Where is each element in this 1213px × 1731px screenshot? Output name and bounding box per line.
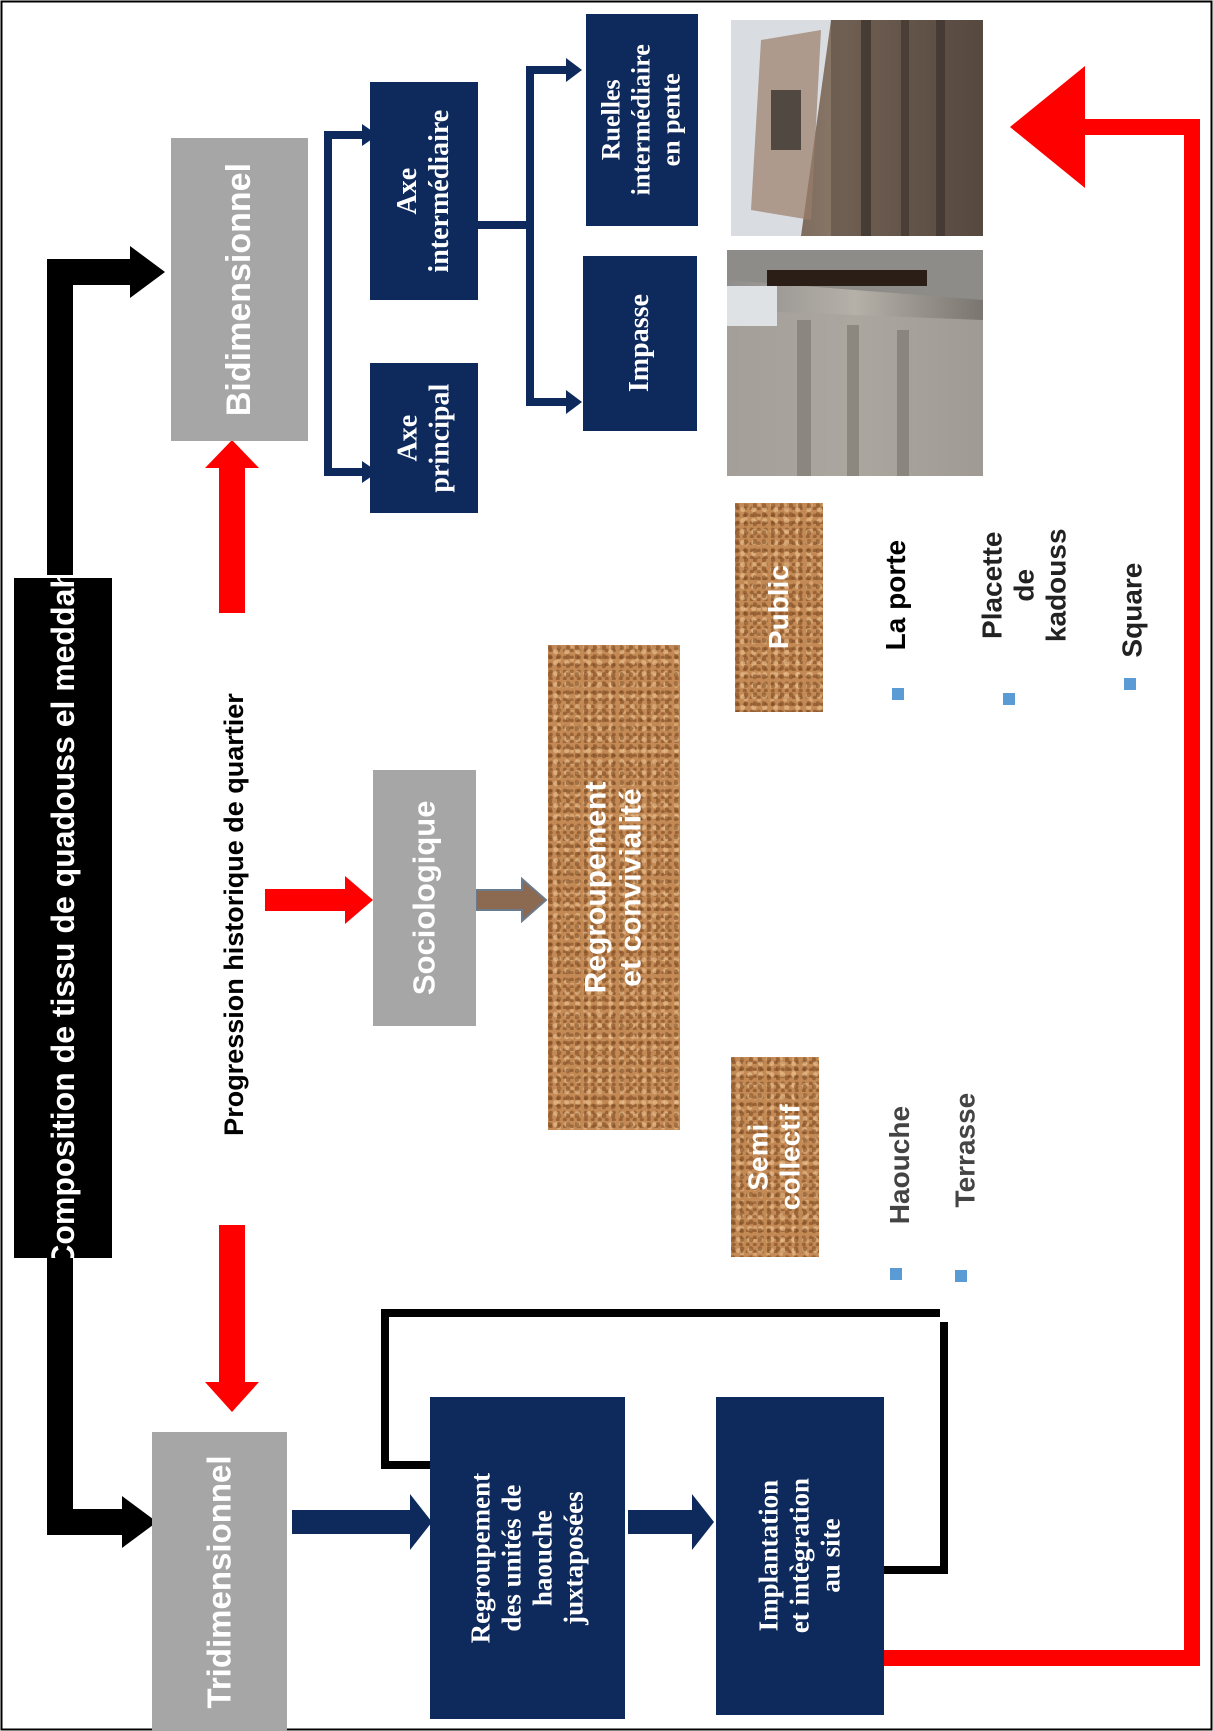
public-item-placette: Placette de kadouss bbox=[976, 528, 1073, 642]
progression-label-text: Progression historique de quartier bbox=[218, 693, 249, 1137]
progression-label: Progression historique de quartier bbox=[215, 615, 253, 1215]
node-axe-principal: Axe principal bbox=[370, 363, 478, 513]
node-impasse: Impasse bbox=[583, 256, 697, 431]
node-regroupement-haouche: Regroupement des unités de haouche juxta… bbox=[430, 1397, 625, 1719]
node-tridimensionnel-label: Tridimensionnel bbox=[200, 1454, 238, 1709]
street-photo-ruelle-svg bbox=[731, 20, 983, 236]
node-ruelles-label: Ruelles intermédiaire en pente bbox=[597, 44, 686, 196]
node-public-label: Public bbox=[762, 565, 794, 650]
node-axe-principal-label: Axe principal bbox=[391, 383, 455, 493]
semi-collectif-item-haouche: Haouche bbox=[883, 1105, 915, 1225]
node-public: Public bbox=[735, 503, 823, 712]
arrow-sociologique-to-regroupement bbox=[475, 876, 548, 924]
tree-bidimensionnel-axes bbox=[324, 131, 368, 476]
node-ruelles: Ruelles intermédiaire en pente bbox=[586, 14, 698, 226]
arrow-tridimensionnel-to-regroupement bbox=[292, 1494, 432, 1550]
node-sociologique-label: Sociologique bbox=[406, 800, 442, 996]
street-photo-impasse bbox=[727, 250, 983, 476]
node-tridimensionnel: Tridimensionnel bbox=[152, 1432, 287, 1731]
arrow-implantation-to-photos bbox=[880, 66, 1200, 1666]
node-impasse-label: Impasse bbox=[623, 294, 655, 393]
bullet-placette bbox=[1003, 693, 1015, 705]
bullet-la-porte bbox=[892, 688, 904, 700]
node-implantation-label: Implantation et intègration au site bbox=[753, 1478, 846, 1634]
tree-axe-intermediaire-branches bbox=[478, 66, 570, 406]
arrow-progression-to-sociologique bbox=[265, 876, 373, 924]
title-text: Composition de tissu de quadouss el medd… bbox=[44, 578, 81, 1258]
node-semi-collectif: Semi collectif bbox=[731, 1057, 819, 1257]
semi-collectif-item-terrasse: Terrasse bbox=[948, 1092, 980, 1208]
node-regroupement-convivialite-label: Regroupement et convivialité bbox=[579, 781, 648, 994]
arrow-title-to-tridimensionnel bbox=[47, 1220, 157, 1548]
feedback-loop-line bbox=[381, 1309, 948, 1574]
node-regroupement-convivialite: Regroupement et convivialité bbox=[548, 645, 680, 1130]
node-bidimensionnel: Bidimensionnel bbox=[171, 138, 308, 441]
node-implantation: Implantation et intègration au site bbox=[716, 1397, 884, 1715]
node-bidimensionnel-label: Bidimensionnel bbox=[219, 162, 258, 417]
bullet-terrasse bbox=[955, 1270, 967, 1282]
node-regroupement-haouche-label: Regroupement des unités de haouche juxta… bbox=[465, 1472, 589, 1644]
public-item-la-porte: La porte bbox=[879, 539, 911, 651]
street-photo-impasse-svg bbox=[727, 250, 983, 476]
bullet-square bbox=[1124, 678, 1136, 690]
public-item-square: Square bbox=[1115, 562, 1147, 658]
street-photo-ruelle bbox=[731, 20, 983, 236]
diagram-title: Composition de tissu de quadouss el medd… bbox=[14, 578, 112, 1258]
node-axe-intermediaire-label: Axe intermédiaire bbox=[391, 109, 456, 273]
bullet-haouche bbox=[890, 1268, 902, 1280]
node-axe-intermediaire: Axe intermédiaire bbox=[370, 82, 478, 300]
arrow-regroupement-to-implantation bbox=[628, 1494, 714, 1550]
node-semi-collectif-label: Semi collectif bbox=[742, 1104, 806, 1210]
arrow-progression-to-tridimensionnel bbox=[205, 1225, 259, 1412]
node-sociologique: Sociologique bbox=[373, 770, 476, 1026]
arrow-title-to-bidimensionnel bbox=[47, 246, 165, 575]
arrow-progression-to-bidimensionnel bbox=[205, 440, 259, 613]
